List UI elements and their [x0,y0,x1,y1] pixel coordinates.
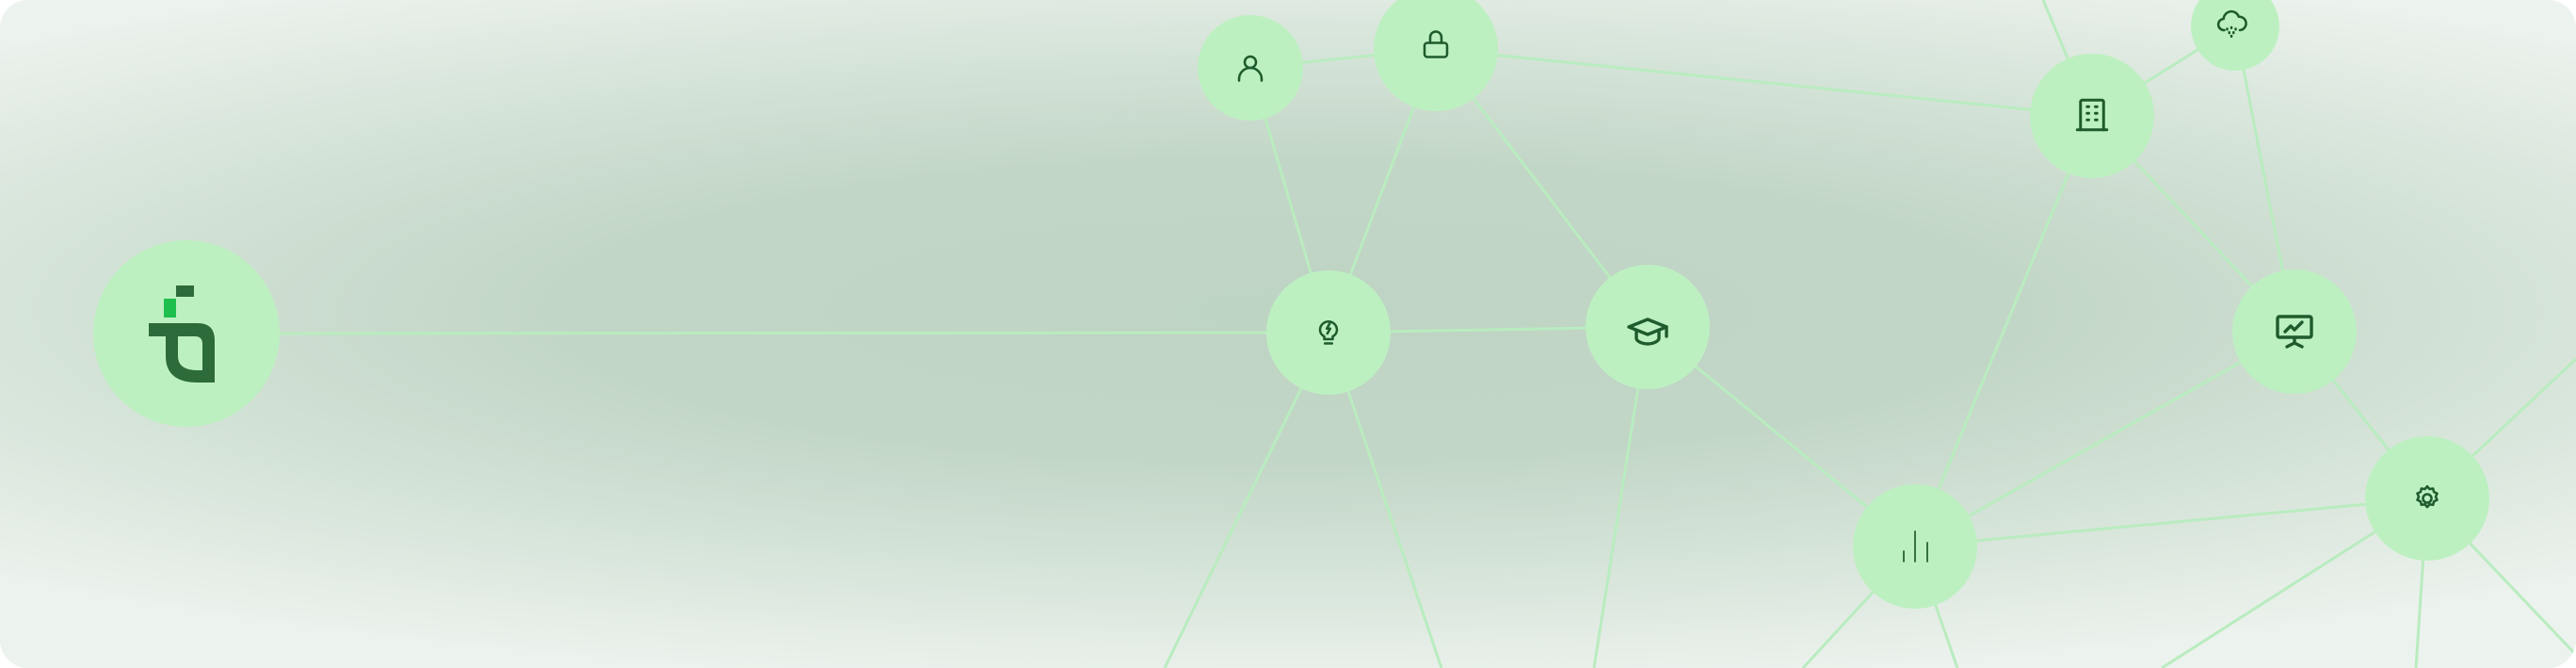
user-icon [1237,55,1264,82]
edge [1163,332,1330,668]
lock-node [1374,0,1498,111]
presentation-chart-icon [2276,315,2313,349]
lightbulb-node [1266,270,1391,395]
edge [1914,497,2428,548]
settings-cog-icon [2416,484,2439,509]
graduation-node [1586,265,1710,389]
cloud-node [2191,0,2279,71]
cloud-snow-icon [2216,9,2247,39]
presentation-node [2232,269,2357,394]
lock-icon [1423,30,1449,58]
building-node [2030,54,2154,178]
settings-node [2365,436,2489,561]
edge [185,331,1329,335]
edge [1914,330,2295,548]
graduation-cap-icon [1627,318,1668,346]
edge [1435,47,2093,118]
bar-chart-node [1853,484,1977,609]
edge [1913,115,2094,547]
bar-chart-icon [1903,530,1928,562]
user-node [1198,15,1303,121]
logo-node [93,240,280,427]
lightbulb-icon [1318,319,1339,345]
building-icon [2075,98,2109,132]
brand-logo [149,285,215,383]
